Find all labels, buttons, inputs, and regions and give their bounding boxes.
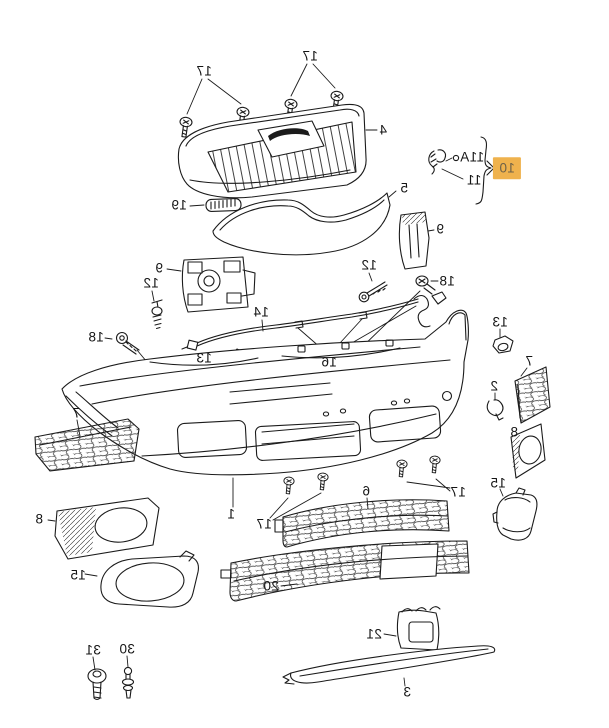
- callout-6[interactable]: 6: [362, 483, 370, 499]
- fog-lamp-right-part: [492, 487, 538, 541]
- callout-8-right[interactable]: 8: [510, 424, 518, 440]
- cap-right-part: [492, 328, 514, 354]
- center-grille-part: [274, 497, 450, 548]
- screw-icon: [282, 476, 295, 495]
- callout-18-left[interactable]: 18: [88, 329, 104, 345]
- plate-bracket-part: [383, 606, 441, 651]
- callout-9-right[interactable]: 9: [436, 221, 444, 237]
- callout-3[interactable]: 3: [403, 684, 411, 700]
- callout-20[interactable]: 20: [263, 578, 279, 594]
- fog-grille-left-part: [47, 497, 160, 560]
- screw-icon: [395, 459, 408, 478]
- callout-13-left[interactable]: 13: [196, 350, 212, 366]
- screw-31-part: [87, 656, 107, 701]
- callout-2[interactable]: 2: [490, 378, 498, 394]
- side-grille-right-part: [514, 366, 551, 424]
- lower-screws: [269, 455, 451, 521]
- callout-13-right[interactable]: 13: [492, 314, 508, 330]
- grille-screws: [177, 63, 345, 139]
- expander-clip-left-part: [151, 290, 163, 330]
- callout-21[interactable]: 21: [366, 626, 382, 642]
- fog-grille-right-part: [510, 423, 546, 479]
- screw-icon: [428, 455, 441, 474]
- callout-17-top-left[interactable]: 17: [196, 63, 212, 79]
- callout-15-right[interactable]: 15: [490, 475, 506, 491]
- callout-11[interactable]: 11: [466, 172, 482, 188]
- clip-2-part: [486, 392, 504, 421]
- callout-10[interactable]: 10: [493, 157, 521, 179]
- radiator-grille-part: [177, 103, 378, 199]
- callout-7-left[interactable]: 7: [72, 405, 80, 421]
- callout-1[interactable]: 1: [227, 506, 235, 522]
- bracket-right-part: [398, 211, 435, 270]
- side-grille-left-part: [34, 418, 140, 472]
- callout-14[interactable]: 14: [253, 304, 269, 320]
- callout-19[interactable]: 19: [171, 197, 187, 213]
- grille-trim-frame-part: [212, 190, 397, 256]
- bracket-left-part: [166, 256, 256, 313]
- callout-9-left[interactable]: 9: [155, 260, 163, 276]
- front-spoiler-part: [282, 645, 496, 687]
- callout-16[interactable]: 16: [321, 354, 337, 370]
- callout-11a[interactable]: 11A: [459, 149, 485, 165]
- fog-lamp-left-part: [84, 550, 199, 608]
- holder-clip-part: [428, 136, 495, 205]
- callout-18-right[interactable]: 18: [439, 273, 455, 289]
- callout-8-left[interactable]: 8: [35, 511, 43, 527]
- rivet-30-part: [121, 655, 135, 699]
- bolt-right-part: [358, 272, 388, 303]
- callout-30[interactable]: 30: [119, 641, 135, 657]
- callout-12-left[interactable]: 12: [143, 275, 159, 291]
- callout-7-right[interactable]: 7: [525, 353, 533, 369]
- callout-17-bottom-left[interactable]: 17: [256, 516, 272, 532]
- callout-17-top-right[interactable]: 17: [302, 48, 318, 64]
- screw-icon: [316, 472, 329, 491]
- callout-5[interactable]: 5: [400, 180, 408, 196]
- callout-4[interactable]: 4: [379, 122, 387, 138]
- callout-12-right[interactable]: 12: [361, 257, 377, 273]
- washer-hose-part: [181, 291, 447, 356]
- callout-31[interactable]: 31: [85, 642, 101, 658]
- emblem-badge-part: [189, 198, 242, 212]
- callout-17-bottom-right[interactable]: 17: [450, 484, 466, 500]
- lower-grille-part: [220, 540, 470, 602]
- brand-wing-icon: [268, 128, 310, 141]
- callout-15-left[interactable]: 15: [70, 567, 86, 583]
